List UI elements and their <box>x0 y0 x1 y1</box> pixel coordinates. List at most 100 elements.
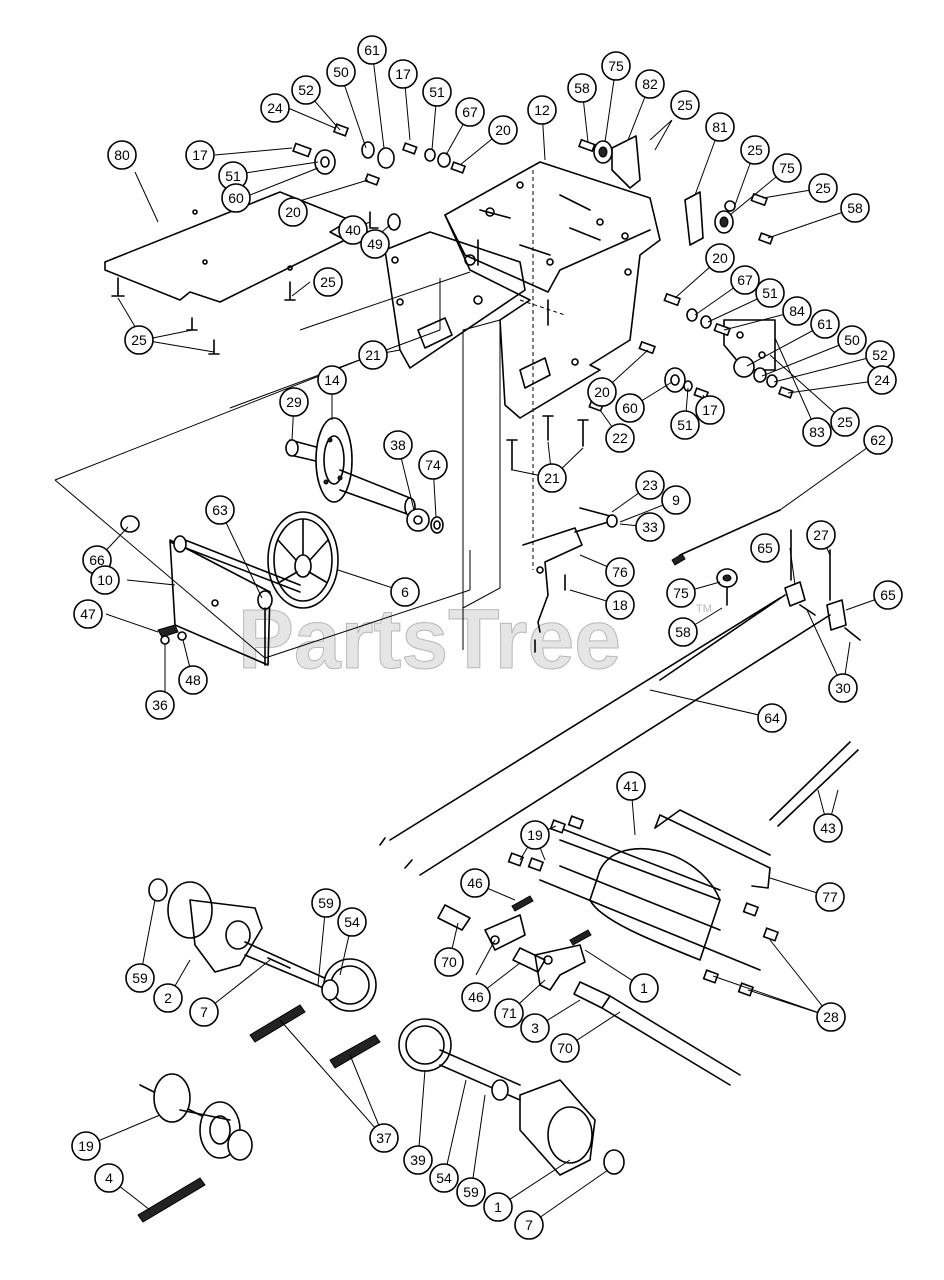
callout-number: 17 <box>395 66 411 82</box>
callout-number: 65 <box>757 540 773 556</box>
callout-number: 18 <box>612 597 628 613</box>
chute-41 <box>539 809 771 971</box>
callout-circle <box>434 947 464 977</box>
callout-circle <box>730 265 760 295</box>
callout-59: 59 <box>125 963 155 993</box>
callout-circle <box>605 423 635 453</box>
callout-52: 52 <box>865 340 895 370</box>
plate-10 <box>120 515 301 666</box>
callout-number: 25 <box>815 180 831 196</box>
callout-circle <box>125 963 155 993</box>
callout-50: 50 <box>326 57 356 87</box>
callout-77: 77 <box>815 882 845 912</box>
callout-number: 3 <box>531 1020 539 1036</box>
wheel-6 <box>267 511 339 609</box>
callout-number: 28 <box>823 1009 839 1025</box>
callout-46: 46 <box>460 868 490 898</box>
callout-number: 84 <box>789 303 805 319</box>
callout-number: 75 <box>779 160 795 176</box>
callout-7: 7 <box>514 1210 544 1240</box>
callout-circle <box>94 1163 124 1193</box>
callout-54: 54 <box>429 1163 459 1193</box>
callout-number: 81 <box>712 119 728 135</box>
callout-10: 10 <box>90 565 120 595</box>
callout-54: 54 <box>337 907 367 937</box>
callout-number: 51 <box>677 417 693 433</box>
callout-number: 47 <box>80 606 96 622</box>
callout-number: 75 <box>673 585 689 601</box>
callout-circle <box>635 470 665 500</box>
callout-number: 67 <box>737 272 753 288</box>
callout-51: 51 <box>670 410 700 440</box>
callout-17: 17 <box>388 59 418 89</box>
callout-number: 29 <box>286 394 302 410</box>
callout-circle <box>422 77 452 107</box>
callout-20: 20 <box>705 243 735 273</box>
callout-2: 2 <box>153 983 183 1013</box>
callout-number: 51 <box>429 84 445 100</box>
callout-circle <box>815 882 845 912</box>
callout-circle <box>279 387 309 417</box>
callout-61: 61 <box>810 309 840 339</box>
callout-number: 62 <box>870 432 886 448</box>
watermark-tm: TM <box>696 603 712 615</box>
callout-circle <box>537 463 567 493</box>
callout-48: 48 <box>178 665 208 695</box>
callout-number: 25 <box>677 97 693 113</box>
callout-circle <box>615 393 645 423</box>
callout-number: 50 <box>844 332 860 348</box>
callout-9: 9 <box>661 485 691 515</box>
callout-39: 39 <box>403 1145 433 1175</box>
callout-circle <box>816 1002 846 1032</box>
callout-number: 23 <box>642 477 658 493</box>
callout-circle <box>605 590 635 620</box>
callout-circle <box>635 69 665 99</box>
callout-circle <box>338 215 368 245</box>
callout-number: 20 <box>712 250 728 266</box>
callout-number: 71 <box>501 1005 517 1021</box>
callout-circle <box>601 51 631 81</box>
callout-circle <box>810 309 840 339</box>
callout-number: 40 <box>345 222 361 238</box>
callout-number: 25 <box>837 414 853 430</box>
callout-38: 38 <box>383 430 413 460</box>
callout-59: 59 <box>456 1177 486 1207</box>
callout-59: 59 <box>311 888 341 918</box>
callout-circle <box>311 888 341 918</box>
callout-number: 66 <box>89 552 105 568</box>
callout-number: 25 <box>747 142 763 158</box>
callout-30: 30 <box>828 673 858 703</box>
callout-number: 59 <box>132 970 148 986</box>
callout-circle <box>782 296 812 326</box>
callout-number: 7 <box>200 1004 208 1020</box>
callout-81: 81 <box>705 112 735 142</box>
callout-40: 40 <box>338 215 368 245</box>
callout-number: 2 <box>164 990 172 1006</box>
callout-19: 19 <box>71 1131 101 1161</box>
callout-number: 12 <box>534 102 550 118</box>
callout-36: 36 <box>145 690 175 720</box>
callout-20: 20 <box>587 377 617 407</box>
callout-circle <box>520 1013 550 1043</box>
callout-circle <box>326 57 356 87</box>
callout-number: 75 <box>608 58 624 74</box>
callout-number: 30 <box>835 680 851 696</box>
gear-cluster-4 <box>139 1073 253 1161</box>
callout-number: 80 <box>114 147 130 163</box>
callout-circle <box>772 153 802 183</box>
callout-circle <box>456 1177 486 1207</box>
sprocket-54-upper <box>321 958 377 1012</box>
callout-21: 21 <box>358 340 388 370</box>
callout-67: 67 <box>730 265 760 295</box>
callout-number: 58 <box>574 80 590 96</box>
callout-number: 70 <box>441 954 457 970</box>
callout-circle <box>527 95 557 125</box>
callout-49: 49 <box>360 229 390 259</box>
callout-21: 21 <box>537 463 567 493</box>
lever-76 <box>522 507 618 653</box>
callout-number: 33 <box>642 519 658 535</box>
callout-58: 58 <box>840 193 870 223</box>
callout-83: 83 <box>802 417 832 447</box>
callout-number: 70 <box>557 1040 573 1056</box>
